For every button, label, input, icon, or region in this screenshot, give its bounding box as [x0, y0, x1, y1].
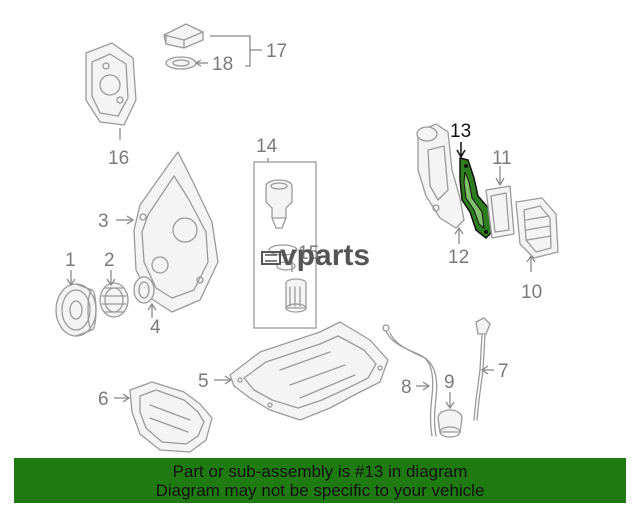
callout-3: 3 [98, 211, 109, 232]
cooler-gasket[interactable] [485, 185, 515, 239]
callout-8: 8 [401, 377, 412, 398]
highlighted-part-13-gasket[interactable] [459, 157, 493, 239]
oil-filter-adapter-housing[interactable] [416, 123, 465, 229]
crankshaft-pulley[interactable] [55, 283, 97, 337]
oil-filter-element[interactable] [285, 278, 307, 313]
filler-cap-seal[interactable] [165, 56, 197, 70]
callout-13-highlighted: 13 [450, 121, 471, 142]
callout-18: 18 [212, 54, 233, 75]
callout-6: 6 [98, 389, 109, 410]
callout-5: 5 [198, 371, 209, 392]
callout-7: 7 [498, 361, 509, 382]
watermark-text: vparts [280, 239, 370, 272]
oil-filter-group-box [253, 161, 317, 329]
callout-15: 15 [298, 243, 319, 264]
dipstick-tube[interactable] [382, 324, 438, 437]
filter-housing-o-ring[interactable] [268, 244, 298, 271]
callout-9: 9 [444, 372, 455, 393]
callout-4: 4 [150, 317, 161, 338]
callout-14: 14 [256, 136, 278, 157]
upper-oil-pan[interactable] [229, 321, 389, 421]
vparts-watermark: vparts [261, 239, 370, 272]
upper-timing-cover[interactable] [85, 42, 137, 126]
callout-17: 17 [266, 41, 287, 62]
timing-cover[interactable] [133, 151, 219, 313]
callout-16: 16 [108, 148, 129, 169]
callout-2: 2 [104, 250, 115, 271]
parts-diagram: 18 17 16 3 1 2 [55, 23, 559, 453]
banner-line-part-number: Part or sub-assembly is #13 in diagram [172, 461, 468, 481]
banner-line-disclaimer: Diagram may not be specific to your vehi… [155, 480, 485, 500]
oil-filter-housing-cap[interactable] [265, 179, 293, 229]
callout-10: 10 [521, 282, 542, 303]
crankshaft-seal[interactable] [133, 276, 155, 304]
dipstick-tube-seal[interactable] [437, 409, 463, 438]
callout-12: 12 [448, 247, 469, 268]
info-banner: Part or sub-assembly is #13 in diagram D… [14, 458, 626, 503]
oil-cooler[interactable] [515, 197, 559, 259]
lower-oil-pan[interactable] [129, 381, 213, 453]
oil-filler-cap[interactable] [163, 23, 204, 49]
callout-11: 11 [492, 148, 512, 169]
vibration-damper[interactable] [99, 282, 129, 318]
callout-1: 1 [65, 250, 76, 271]
oil-dipstick[interactable] [473, 317, 491, 421]
